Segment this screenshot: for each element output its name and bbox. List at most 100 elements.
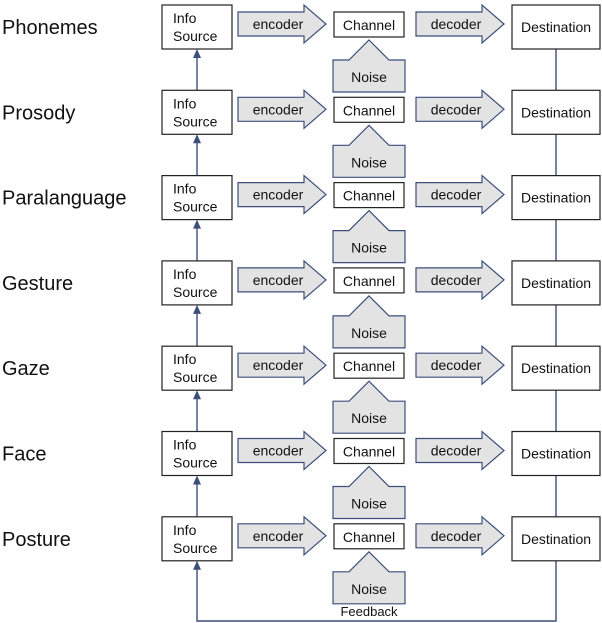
destination-label: Destination [521, 446, 591, 462]
destination-box: Destination [511, 345, 601, 391]
source-up-arrow-head [193, 134, 201, 144]
encoder-label: encoder [253, 101, 304, 117]
noise-arrow: Noise [332, 124, 406, 178]
feedback-label: Feedback [340, 604, 398, 619]
channel-box: Channel [333, 523, 405, 550]
decoder-arrow: decoder [415, 88, 505, 130]
destination-label: Destination [521, 19, 591, 35]
destination-label: Destination [521, 360, 591, 376]
decoder-label: decoder [431, 101, 482, 117]
encoder-label: encoder [253, 357, 304, 373]
noise-arrow: Noise [332, 209, 406, 264]
encoder-label: encoder [253, 16, 304, 32]
decoder-arrow: decoder [415, 515, 505, 557]
destination-box: Destination [511, 516, 601, 562]
decoder-label: decoder [431, 443, 482, 459]
decoder-arrow: decoder [415, 344, 505, 386]
noise-arrow: Noise [332, 380, 406, 434]
info-source-line2: Source [173, 284, 218, 300]
destination-label: Destination [521, 104, 591, 120]
source-up-arrow-head [193, 219, 201, 229]
channel-box: Channel [333, 267, 405, 294]
level-label: Posture [2, 529, 71, 551]
encoder-arrow: encoder [237, 88, 327, 130]
channel-label: Channel [343, 529, 395, 545]
info-source-line2: Source [173, 28, 218, 44]
destination-label: Destination [521, 531, 591, 547]
decoder-label: decoder [431, 16, 482, 32]
noise-arrow: Noise [332, 295, 406, 349]
encoder-label: encoder [253, 528, 304, 544]
destination-box: Destination [511, 175, 601, 221]
noise-label: Noise [351, 154, 387, 170]
channel-box: Channel [333, 437, 405, 465]
connector-lines [193, 49, 557, 622]
info-source-line1: Info [173, 181, 197, 197]
source-up-arrow-head [193, 390, 201, 400]
channel-label: Channel [343, 102, 395, 118]
level-label: Prosody [2, 102, 75, 124]
encoder-arrow: encoder [237, 344, 327, 386]
noise-arrow: Noise [332, 550, 406, 605]
decoder-arrow: decoder [415, 174, 505, 215]
decoder-label: decoder [431, 187, 482, 203]
level-label: Paralanguage [2, 188, 127, 210]
info-source-line1: Info [173, 522, 197, 538]
source-up-arrow-head [193, 304, 201, 314]
encoder-label: encoder [253, 187, 304, 203]
channel-label: Channel [343, 17, 395, 33]
noise-label: Noise [351, 581, 387, 597]
info-source-line2: Source [173, 199, 218, 215]
channel-label: Channel [343, 444, 395, 460]
destination-box: Destination [511, 89, 601, 135]
encoder-label: encoder [253, 272, 304, 288]
info-source-line1: Info [173, 266, 197, 282]
level-label: Gesture [2, 273, 73, 295]
info-source-line1: Info [173, 351, 197, 367]
info-source-line2: Source [173, 369, 218, 385]
decoder-label: decoder [431, 528, 482, 544]
destination-label: Destination [521, 190, 591, 206]
feedback-line [196, 560, 557, 622]
channel-label: Channel [343, 358, 395, 374]
destination-label: Destination [521, 275, 591, 291]
encoder-arrow: encoder [237, 174, 327, 215]
noise-label: Noise [351, 496, 387, 512]
channel-box: Channel [333, 11, 405, 38]
info-source-line1: Info [173, 10, 197, 26]
noise-label: Noise [351, 410, 387, 426]
encoder-label: encoder [253, 443, 304, 459]
level-label: Face [2, 444, 46, 466]
noise-label: Noise [351, 240, 387, 256]
decoder-arrow: decoder [415, 3, 505, 45]
noise-label: Noise [351, 69, 387, 85]
encoder-arrow: encoder [237, 259, 327, 301]
channel-label: Channel [343, 188, 395, 204]
channel-box: Channel [333, 352, 405, 379]
destination-box: Destination [511, 430, 601, 477]
noise-arrow: Noise [332, 39, 406, 93]
info-source-line2: Source [173, 455, 218, 471]
level-label: Gaze [2, 358, 50, 380]
decoder-label: decoder [431, 357, 482, 373]
channel-box: Channel [333, 96, 405, 123]
decoder-label: decoder [431, 272, 482, 288]
channel-box: Channel [333, 182, 405, 209]
encoder-arrow: encoder [237, 3, 327, 45]
